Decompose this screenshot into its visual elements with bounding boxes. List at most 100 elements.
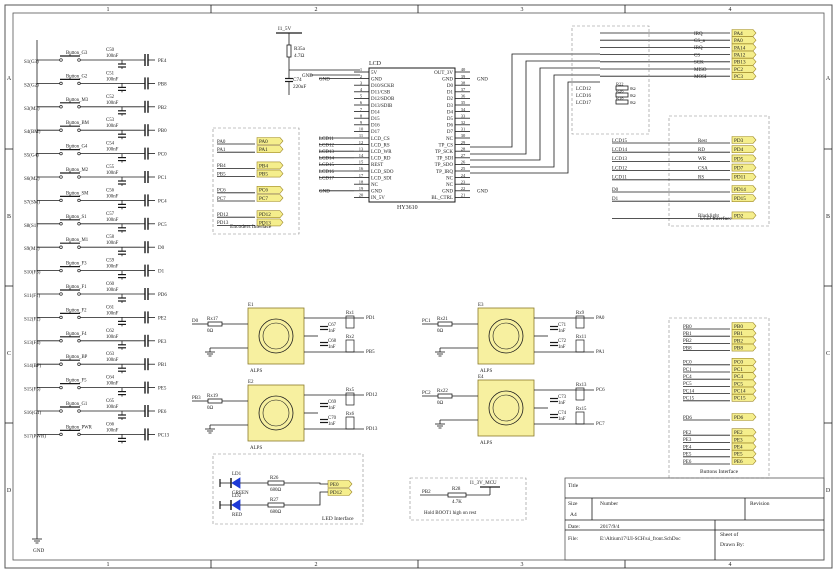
gnd-symbol bbox=[32, 535, 42, 544]
port-shape bbox=[327, 480, 353, 488]
pin-number: 4 bbox=[360, 87, 363, 92]
switch-contact bbox=[77, 268, 81, 273]
switch-ref: S16(G1) bbox=[24, 411, 42, 416]
touch-port: PC3 bbox=[731, 72, 757, 80]
encoder-brand: ALPS bbox=[480, 369, 492, 374]
pin-name: LCD_CS bbox=[371, 137, 390, 142]
pin-net: LCD15 bbox=[319, 163, 335, 168]
cap-ref: C52 bbox=[106, 95, 115, 100]
capacitor-symbol bbox=[118, 391, 126, 396]
wire bbox=[310, 482, 328, 485]
pin-number: 22 bbox=[461, 186, 466, 191]
port-shape bbox=[731, 36, 757, 45]
pin-net: GND bbox=[477, 77, 488, 82]
port-shape bbox=[731, 336, 757, 345]
interface-box bbox=[212, 453, 364, 525]
led-port: PE0 bbox=[327, 480, 353, 488]
button-net-label: PC0 bbox=[158, 153, 167, 158]
touch-port: PC2 bbox=[731, 65, 757, 73]
button-net-label: PB8 bbox=[158, 82, 167, 87]
button-port: PC1 bbox=[731, 365, 757, 373]
button-port: PC14 bbox=[731, 386, 757, 395]
gnd-symbol bbox=[435, 348, 445, 357]
port-shape bbox=[327, 488, 353, 496]
switch-contact bbox=[59, 58, 63, 62]
cap-value: 1nF bbox=[328, 345, 336, 350]
button-label: Button_SM bbox=[66, 191, 89, 196]
capacitor-symbol bbox=[118, 344, 126, 349]
capacitor-symbol bbox=[118, 414, 126, 419]
cap-value: 1nF bbox=[558, 329, 566, 334]
pin-name: D15 bbox=[371, 117, 380, 122]
cap-value: 100nF bbox=[106, 358, 119, 363]
button-label: Button_S1 bbox=[66, 215, 87, 220]
encoder-input-net: PB3 bbox=[192, 396, 201, 401]
button-net-label: PC1 bbox=[158, 176, 167, 181]
pin-name: D16 bbox=[371, 124, 380, 129]
cap-ref: C65 bbox=[106, 399, 115, 404]
pin-name: BL_CTRL bbox=[431, 196, 453, 201]
button-net-label: PE2 bbox=[158, 316, 167, 321]
signal-label: PE2 bbox=[683, 431, 692, 436]
cap-value: 100nF bbox=[106, 311, 119, 316]
resistor-value: 680Ω bbox=[270, 488, 282, 493]
signal-label: PB8 bbox=[683, 346, 692, 351]
resistor-ref: R26 bbox=[616, 89, 624, 94]
capacitor-symbol bbox=[118, 110, 126, 115]
port-shape bbox=[731, 413, 757, 421]
touch-bus-wire bbox=[470, 81, 600, 174]
encoder-input-net: D0 bbox=[192, 319, 199, 324]
encoder-brand: ALPS bbox=[250, 369, 262, 374]
resistor-symbol bbox=[575, 411, 585, 425]
button-net-label: PE4 bbox=[158, 59, 167, 64]
encoder-knob bbox=[492, 322, 520, 350]
encoder-output-net: PC7 bbox=[596, 422, 605, 427]
interface-box bbox=[212, 127, 300, 235]
switch-contact bbox=[59, 128, 63, 132]
port-label: PA14 bbox=[734, 45, 746, 51]
cap-ref: C61 bbox=[106, 305, 115, 310]
number-label: Number bbox=[600, 501, 618, 507]
resistor-symbol bbox=[575, 339, 585, 353]
signal-label: PD12 bbox=[217, 213, 229, 218]
pin-number: 34 bbox=[461, 107, 466, 112]
port-label: PD4 bbox=[734, 147, 744, 153]
resistor-ref: Rx22 bbox=[437, 389, 448, 394]
resistor-ref: Rx13 bbox=[576, 383, 587, 388]
button-label: Button_M3 bbox=[66, 98, 89, 103]
resistor-ref: Rx1 bbox=[346, 311, 355, 316]
cap-ref: C63 bbox=[106, 352, 115, 357]
net-5v-label: I1_5V bbox=[278, 26, 292, 32]
boot-supply: I1_3V_MCU bbox=[470, 481, 497, 486]
port-shape bbox=[256, 194, 284, 202]
resistor-ref: Rx17 bbox=[207, 317, 218, 322]
encoder-port: PC7 bbox=[256, 194, 284, 202]
pin-number: 10 bbox=[359, 127, 364, 132]
pin-name: TP_CS bbox=[439, 143, 454, 148]
resistor-symbol bbox=[437, 321, 453, 327]
capacitor-symbol bbox=[118, 320, 126, 325]
signal-label: PA0 bbox=[217, 140, 226, 145]
pin-number: 29 bbox=[461, 140, 466, 145]
pin-name: LCD_WR bbox=[371, 150, 392, 155]
encoder-knob bbox=[262, 322, 290, 350]
button-label: Button_M1 bbox=[66, 238, 89, 243]
port-shape bbox=[731, 163, 757, 172]
signal-label: PC5 bbox=[683, 382, 692, 387]
signal-label: PE6 bbox=[683, 460, 692, 465]
resistor-ref: Rx5 bbox=[346, 388, 355, 393]
encoder-output-net: PB5 bbox=[366, 350, 375, 355]
switch-contact bbox=[59, 339, 63, 343]
port-shape bbox=[731, 365, 757, 373]
resistor-ref: Rx6 bbox=[346, 412, 355, 417]
cap-value: 100nF bbox=[106, 288, 119, 293]
function-label: RS bbox=[698, 176, 704, 181]
signal-label: PB4 bbox=[217, 164, 226, 169]
